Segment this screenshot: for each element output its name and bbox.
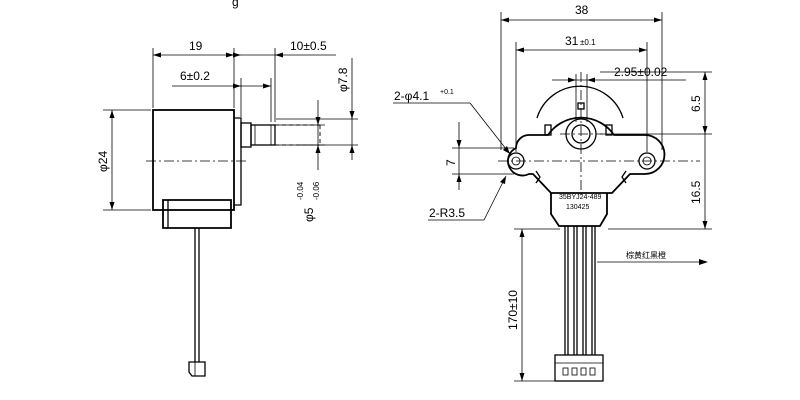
dim78-arrow-t [349,111,355,119]
dim-10-label: 10±0.5 [290,39,327,53]
dim-6-label: 6±0.2 [180,69,210,83]
date-label: 130425 [566,204,589,211]
dim-5-tol-lower: -0.06 [312,181,321,200]
dim-5-tol-upper: -0.04 [296,181,305,200]
dim24-arrow-t [109,110,115,118]
shaft-extension [275,124,321,146]
dim-6-5-label: 6.5 [689,95,703,112]
radius-leader [483,175,507,221]
dim10-arrow-l [233,52,241,58]
front-view: 35BYJ24-489 130425 棕黄红黑橙 [393,3,712,382]
model-label: 35BYJ24-489 [559,194,602,201]
pin-2 [571,367,578,376]
dim170-arrow-t [519,229,525,237]
notch-right [605,124,613,136]
dim65-arrow-b [702,126,708,134]
dim5-arrow-b [315,145,321,153]
dim-38-label: 38 [575,3,589,17]
dim65-arrow-t [702,72,708,80]
dim31-arrow-l [516,47,524,53]
dim31-arrow-r [639,47,647,53]
wire-note-arrow [699,259,708,265]
dim5-arrow-t [315,117,321,125]
dim19-arrow-l [153,52,161,58]
holes-leader [469,102,511,155]
dim165-arrow-b [702,221,708,229]
motor-body-arc [536,85,624,119]
pin-1 [562,367,569,376]
radius-arrow [500,176,506,184]
lead-length-label: 170±10 [506,290,520,330]
side-view: 19 10±0.5 6±0.2 φ24 φ7.8 φ5 [96,39,358,377]
wire-color-note: 棕黄红黑橙 [626,250,666,260]
dim-19-label: 19 [189,39,203,53]
connector-block [162,199,232,229]
holes-tol: +0.1 [440,89,454,96]
holes-arrow [503,146,510,154]
header-fragment: g [232,0,239,9]
dim-7-8-label: φ7.8 [336,67,350,92]
dim-31-label: 31 [565,34,579,48]
dim19-arrow-r [226,52,234,58]
dim6-arrow-l [233,83,241,89]
lead-wires [564,226,596,355]
dim-24-label: φ24 [96,151,110,172]
dim170-arrow-b [519,373,525,381]
dim78-arrow-b [349,145,355,153]
mounting-flange [507,116,666,194]
pin-4 [589,367,596,376]
dim7-arrow-b [456,174,462,182]
dim295-arrow-l [568,77,576,83]
motor-body-side [152,109,235,211]
dim24-arrow-b [109,202,115,210]
end-connector [554,354,604,382]
notch-left [544,124,552,136]
holes-label: 2-φ4.1 [394,89,429,103]
dim10-arrow-r [275,52,283,58]
shaft [250,124,276,146]
dim-5-label: φ5 [302,207,316,222]
slot-left [535,170,541,184]
dim295-arrow-r [587,77,595,83]
dim38-arrow-r [654,17,662,23]
dim7-arrow-t [456,140,462,148]
slot-right [621,170,627,184]
connector-housing [550,193,608,227]
dim-16-5-label: 16.5 [689,180,703,204]
dim38-arrow-l [501,17,509,23]
dim-7-label: 7 [444,159,458,166]
shaft-front [571,124,591,144]
dim-31-tol: ±0.1 [580,38,596,47]
pin-3 [580,367,587,376]
lead-plug-side [188,361,206,377]
radius-label: 2-R3.5 [429,206,465,220]
flange-step [234,117,242,206]
shaft-boss [240,122,252,148]
dim6-arrow-r [263,83,271,89]
